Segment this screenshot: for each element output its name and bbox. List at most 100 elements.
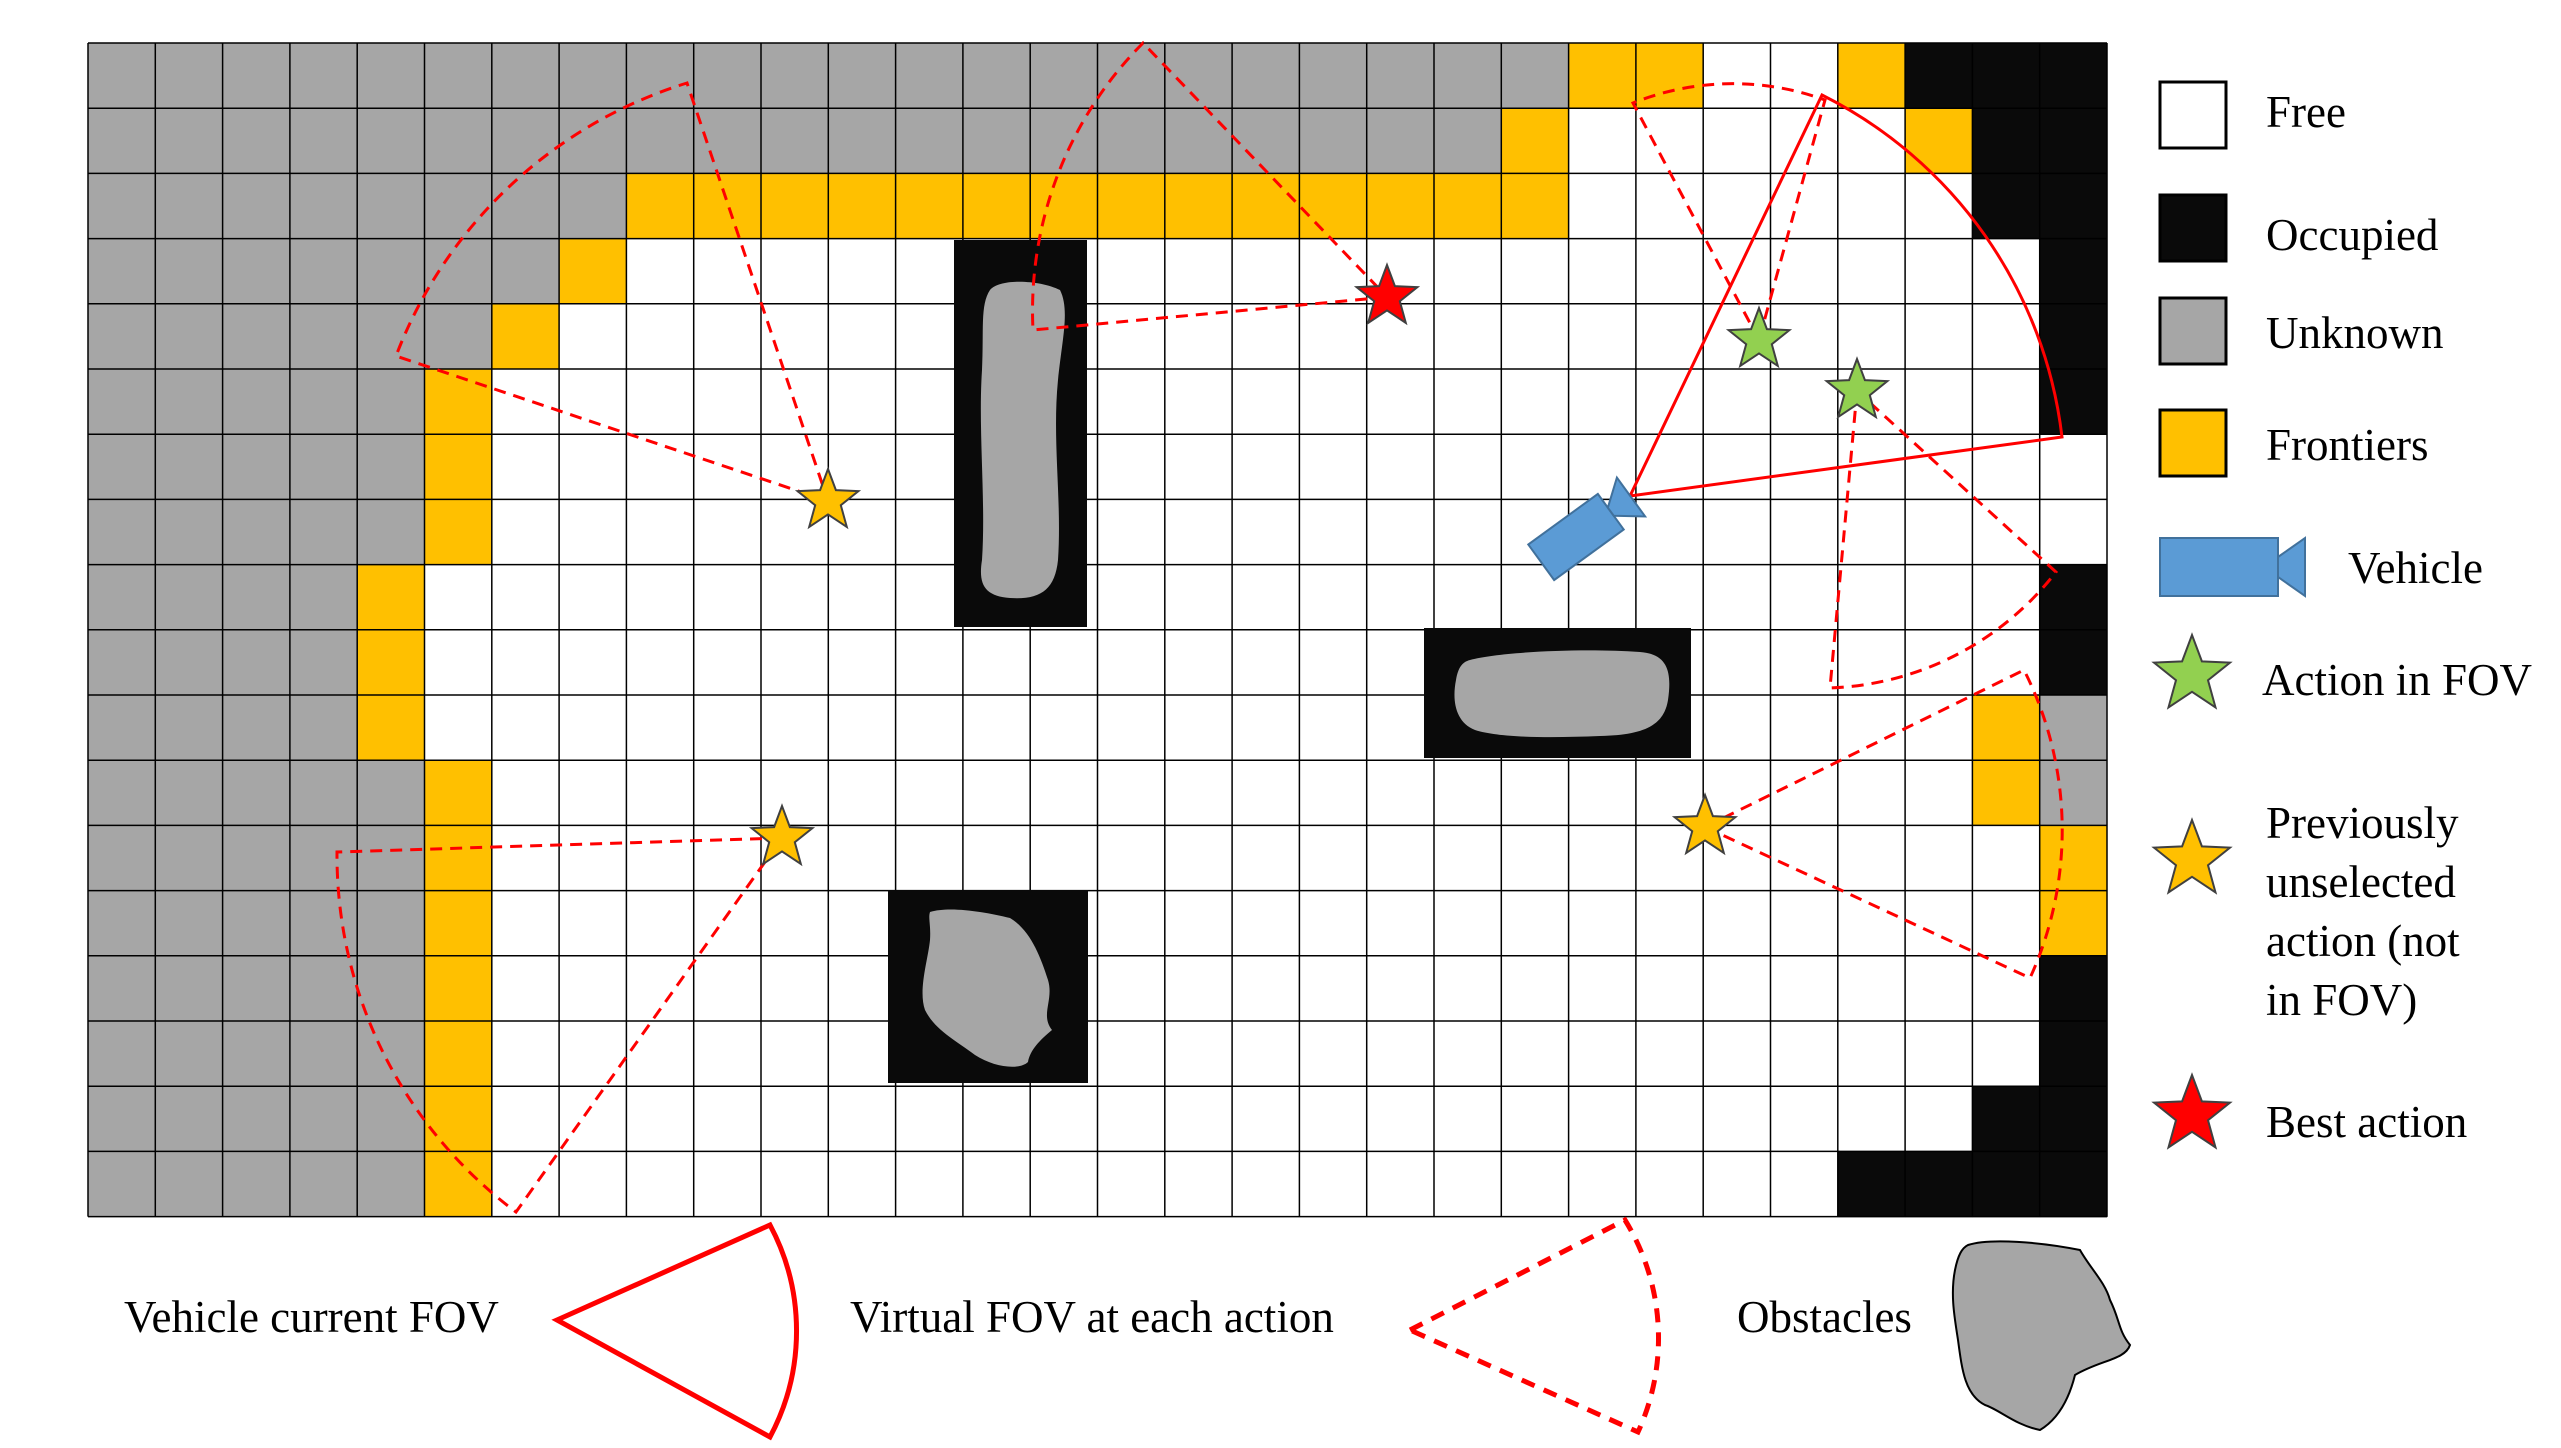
grid-cell (491, 369, 560, 435)
grid-cell (1837, 629, 1906, 696)
grid-cell (1972, 499, 2041, 566)
grid-cell (1097, 238, 1166, 305)
grid-cell (1837, 238, 1906, 305)
grid-cell (1097, 955, 1166, 1022)
grid-cell (155, 499, 224, 566)
grid-cell (1232, 629, 1300, 696)
grid-cell (155, 369, 224, 435)
grid-cell (2039, 173, 2108, 240)
grid-cell (1097, 303, 1166, 370)
action-in-fov-star-icon (1725, 305, 1793, 369)
grid-cell (491, 955, 560, 1022)
grid-cell (895, 695, 964, 761)
grid-cell (357, 173, 425, 240)
legend-best-action-label: Best action (2266, 1097, 2467, 1147)
grid-cell (1703, 434, 1771, 500)
grid-cell (1837, 1151, 1906, 1218)
grid-cell (88, 499, 156, 566)
grid-cell (1366, 825, 1435, 892)
grid-cell (761, 890, 829, 957)
grid-cell (761, 1021, 829, 1087)
grid-cell (1097, 695, 1166, 761)
grid-cell (1635, 955, 1704, 1022)
grid-cell (1434, 1151, 1502, 1218)
grid-cell (289, 564, 358, 631)
grid-cell (962, 825, 1031, 892)
grid-cell (1097, 1151, 1166, 1218)
grid-cell (1770, 955, 1839, 1022)
grid-cell (424, 108, 493, 174)
grid-cell (424, 369, 493, 435)
grid-cell (155, 173, 224, 240)
grid-cell (424, 695, 493, 761)
grid-cell (1972, 43, 2041, 109)
grid-cell (1905, 1151, 1973, 1218)
grid-cell (1299, 369, 1368, 435)
grid-cell (559, 173, 627, 240)
grid-cell (1366, 695, 1435, 761)
grid-cell (1770, 173, 1839, 240)
grid-lines (87, 42, 2108, 1218)
grid-cell (1501, 108, 1570, 174)
grid-cell (1366, 1151, 1435, 1218)
grid-cell (1097, 173, 1166, 240)
grid-cell (1837, 173, 1906, 240)
grid-cell (357, 760, 425, 826)
grid-cell (491, 825, 560, 892)
grid-cell (1097, 1021, 1166, 1087)
grid-cell (1905, 825, 1973, 892)
grid-cell (491, 890, 560, 957)
grid-cell (559, 890, 627, 957)
grid-cell (289, 695, 358, 761)
grid-cell (1164, 1151, 1233, 1218)
grid-cell (1501, 890, 1570, 957)
occupancy-grid (88, 43, 2108, 1218)
grid-cell (222, 108, 291, 174)
grid-cell (828, 434, 897, 500)
grid-cell (424, 629, 493, 696)
legend-free-label: Free (2266, 87, 2346, 137)
grid-cell (88, 1021, 156, 1087)
grid-cell (1905, 564, 1973, 631)
grid-cell (88, 108, 156, 174)
grid-cell (1232, 695, 1300, 761)
grid-cell (559, 499, 627, 566)
grid-cell (2039, 760, 2108, 826)
grid-cell (895, 564, 964, 631)
grid-cell (626, 1151, 695, 1218)
grid-cell (1164, 1021, 1233, 1087)
virtual-fov-action-in-fov-right (1828, 387, 2059, 690)
grid-cell (761, 955, 829, 1022)
grid-cell (1097, 499, 1166, 566)
grid-cell (1299, 564, 1368, 631)
grid-cell (1703, 499, 1771, 566)
grid-cell (895, 303, 964, 370)
grid-cell (559, 434, 627, 500)
grid-cell (1703, 1151, 1771, 1218)
grid-cell (222, 760, 291, 826)
grid-cell (2039, 629, 2108, 696)
grid-cell (289, 955, 358, 1022)
grid-cell (626, 760, 695, 826)
best-action-star-icon (1353, 262, 1421, 326)
legend-previously-unselected-line-3: action (not (2266, 916, 2460, 966)
grid-cell (1366, 108, 1435, 174)
legend-occupied-label: Occupied (2266, 210, 2438, 260)
obstacle-2 (1424, 628, 1691, 758)
grid-cell (1299, 499, 1368, 566)
grid-cell (222, 434, 291, 500)
grid-cell (491, 760, 560, 826)
legend-previously-unselected-line-1: Previously (2266, 798, 2459, 848)
grid-cell (1568, 108, 1637, 174)
grid-cell (2039, 303, 2108, 370)
grid-cell (693, 695, 762, 761)
grid-cell (626, 695, 695, 761)
grid-cell (1232, 434, 1300, 500)
grid-cell (1097, 760, 1166, 826)
grid-cell (828, 955, 897, 1022)
grid-cell (289, 108, 358, 174)
grid-cell (895, 369, 964, 435)
grid-cell (1434, 955, 1502, 1022)
grid-cell (1972, 173, 2041, 240)
grid-cell (1703, 564, 1771, 631)
